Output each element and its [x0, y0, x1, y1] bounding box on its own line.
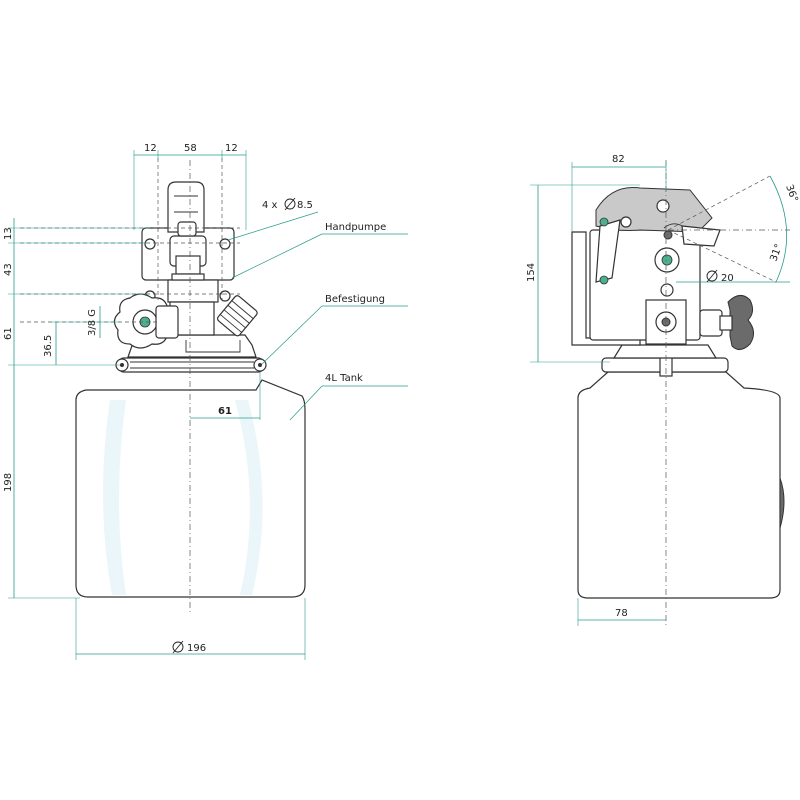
front-dimensions: 12 58 12 4 x 8.5 13 43 61 198 36.5 3/8 G…	[3, 143, 319, 660]
dim-front-12-right: 12	[225, 143, 238, 154]
label-bolt-count: 4 x	[262, 200, 278, 211]
dim-port-thread: 3/8 G	[87, 309, 98, 336]
dim-angle-36: 36°	[783, 183, 799, 203]
label-bolt-diameter: 8.5	[297, 200, 313, 211]
front-labels: Handpumpe Befestigung 4L Tank	[231, 222, 408, 421]
diameter-icon	[284, 197, 296, 211]
front-valve-knob	[113, 293, 179, 349]
front-pump-handle	[167, 181, 205, 237]
dim-front-12-left: 12	[144, 143, 157, 154]
front-view	[20, 158, 306, 612]
label-mounting: Befestigung	[325, 294, 385, 305]
side-valve-handle	[699, 295, 754, 350]
diameter-icon	[172, 640, 184, 654]
front-mounting-ring	[115, 357, 267, 373]
label-tank: 4L Tank	[325, 373, 363, 384]
side-tank	[577, 371, 781, 599]
dim-side-82: 82	[612, 154, 625, 165]
front-pump-body	[141, 227, 235, 336]
dim-tank-diameter: 196	[187, 643, 206, 654]
dim-front-198: 198	[3, 473, 14, 492]
dim-front-61: 61	[3, 327, 14, 340]
dim-shaft-diameter: 20	[721, 273, 734, 284]
side-lever	[595, 186, 721, 285]
dim-tank-offset: 61	[218, 406, 232, 417]
dim-front-13: 13	[3, 227, 14, 240]
dim-angle-31: 31°	[768, 243, 784, 263]
front-tank	[75, 379, 306, 598]
side-sight-glass	[779, 477, 785, 529]
side-view	[571, 160, 790, 625]
dim-front-43: 43	[3, 263, 14, 276]
dim-side-78: 78	[615, 608, 628, 619]
dim-port-height: 36.5	[43, 335, 54, 357]
diameter-icon	[706, 269, 718, 283]
dim-front-58: 58	[184, 143, 197, 154]
side-dimensions: 82 154 20 78 36° 31°	[526, 154, 800, 626]
dim-side-154: 154	[526, 263, 537, 282]
label-hand-pump: Handpumpe	[325, 222, 386, 233]
front-outlet-fitting	[216, 295, 258, 337]
